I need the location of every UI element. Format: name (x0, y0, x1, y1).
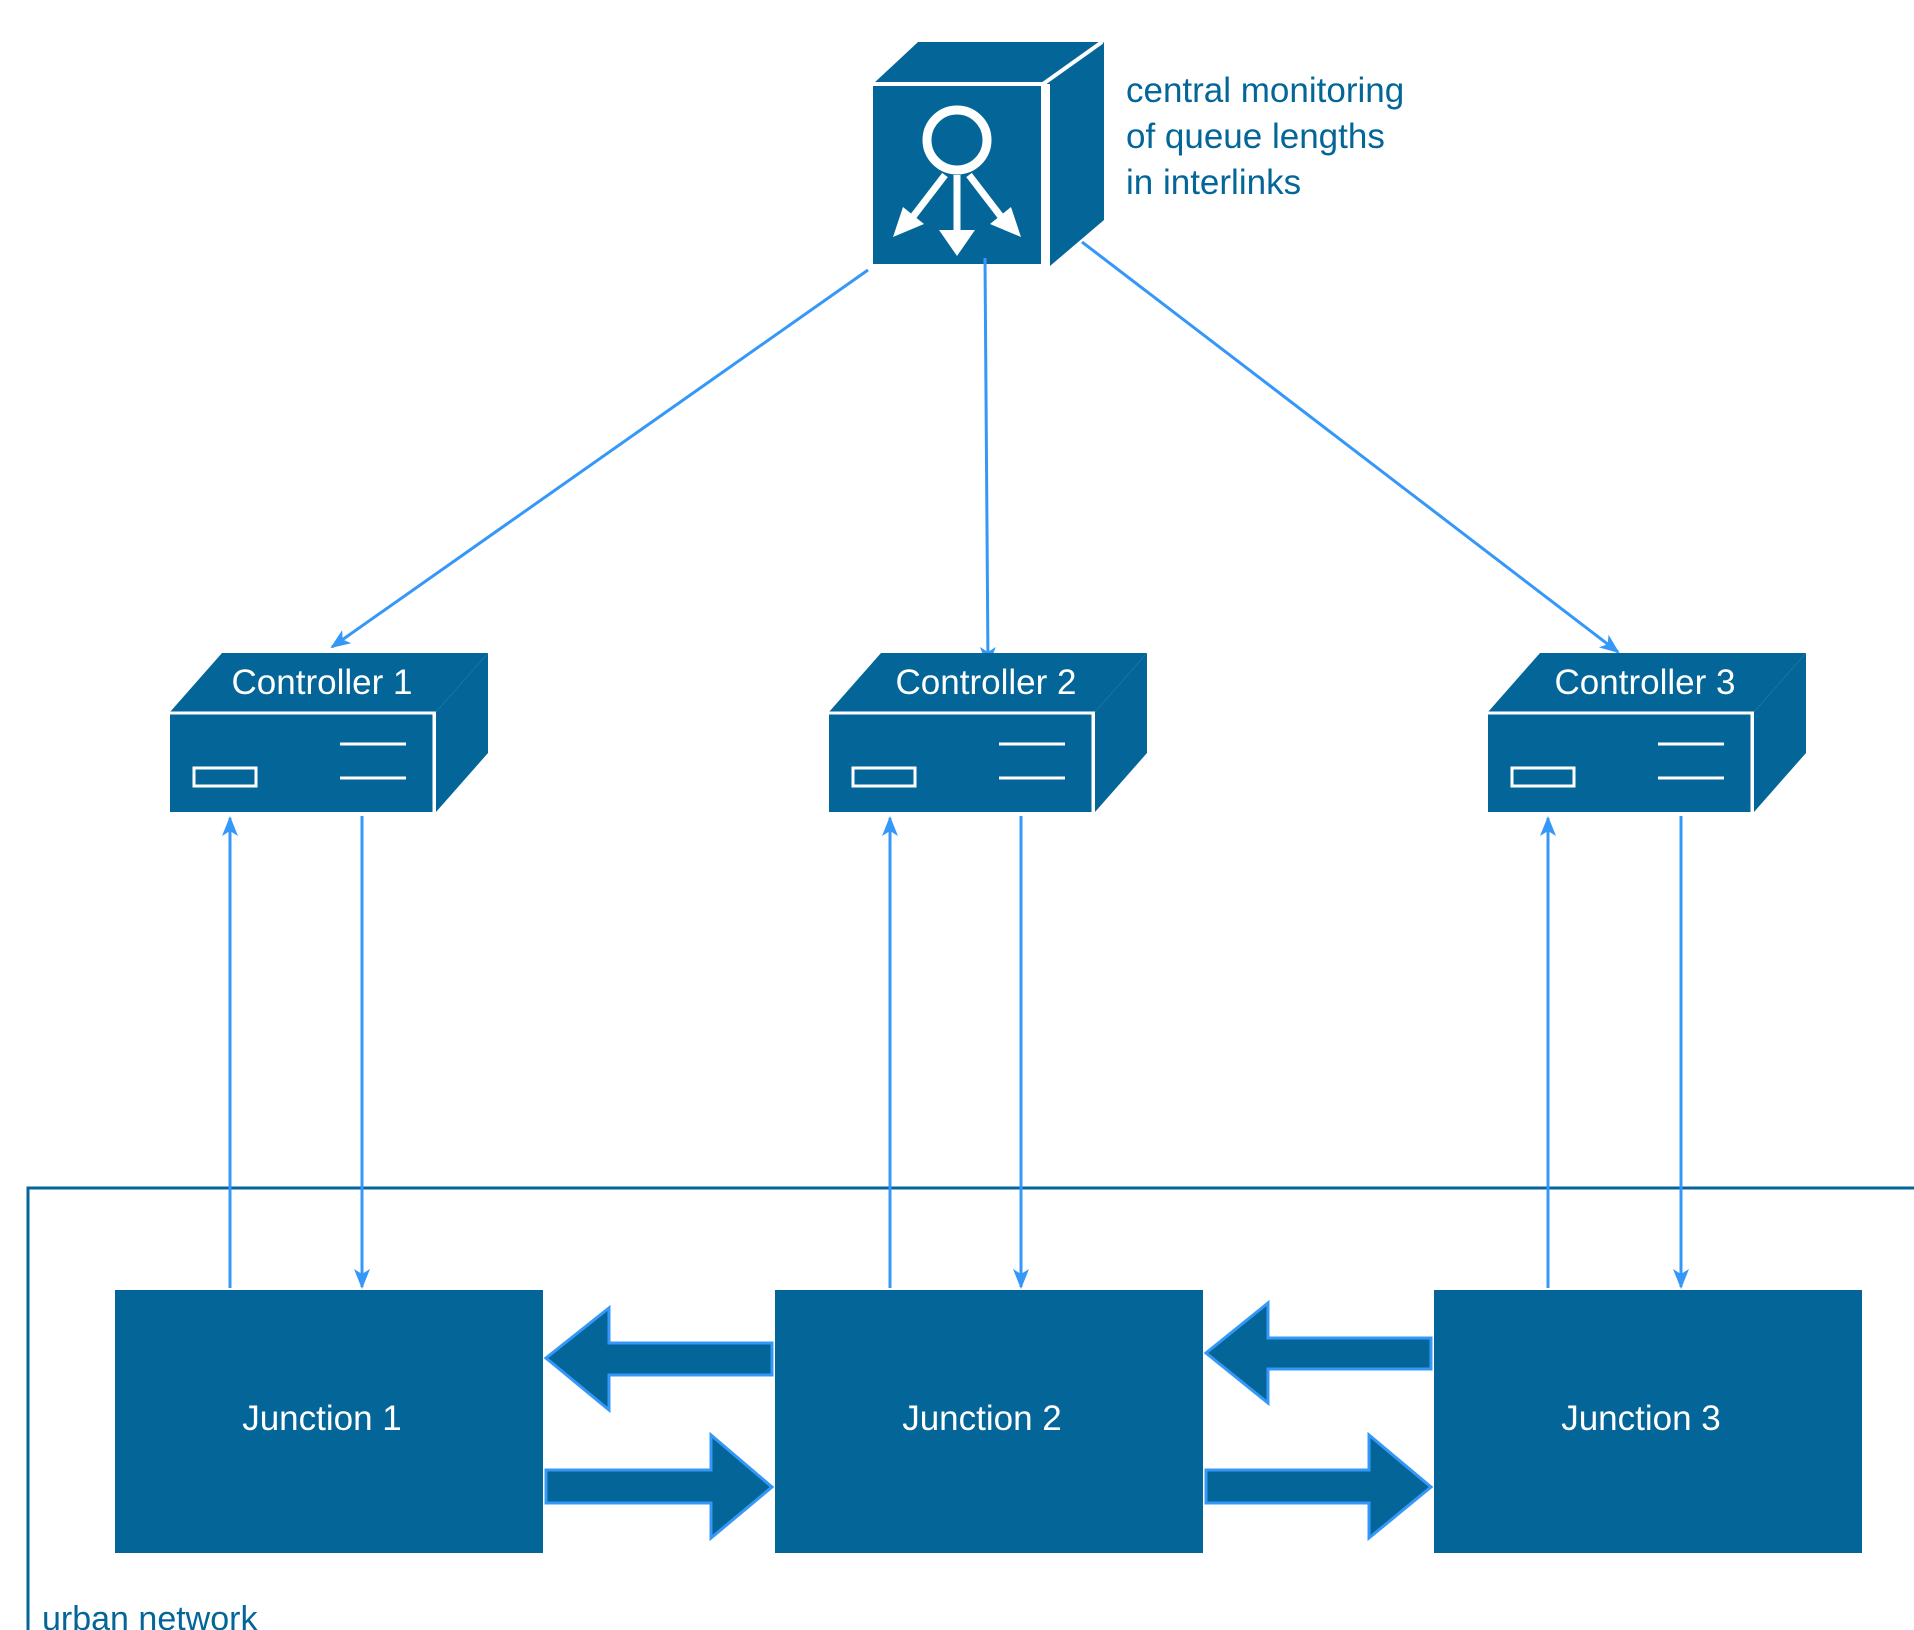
interlink-junction-1-to-junction-2 (544, 1431, 775, 1542)
monitor-label: central monitoring of queue lengths in i… (1126, 71, 1414, 202)
controller-3-label: Controller 3 (1555, 663, 1736, 702)
monitoring-cube-icon (873, 40, 1104, 266)
interlink-junction-3-to-junction-2 (1203, 1299, 1433, 1407)
controller-2: Controller 2 (829, 653, 1147, 812)
controller-1-label: Controller 1 (232, 663, 413, 702)
junction-2-label: Junction 2 (902, 1399, 1062, 1438)
controller-device-icon (1488, 653, 1806, 812)
interlink-junction-2-to-junction-1 (543, 1304, 774, 1414)
controller-1: Controller 1 (170, 653, 488, 812)
junction-2: Junction 2 (775, 1290, 1203, 1553)
monitor-label-line-2: of queue lengths (1126, 117, 1385, 156)
controller-device-icon (829, 653, 1147, 812)
arrow-monitor-to-controller-2 (979, 257, 996, 667)
central-monitor: central monitoring of queue lengths in i… (873, 40, 1414, 266)
junction-3-label: Junction 3 (1561, 1399, 1721, 1438)
arrow-monitor-to-controller-3 (1081, 240, 1620, 654)
monitor-label-line-3: in interlinks (1126, 163, 1301, 202)
junction-1-label: Junction 1 (242, 1399, 402, 1438)
urban-network-label: urban network (42, 1600, 258, 1630)
monitor-to-controllers-arrows (330, 240, 1620, 667)
controller-3: Controller 3 (1488, 653, 1806, 812)
urban-network-boundary: urban network (26, 1186, 1914, 1630)
interlink-arrows (543, 1299, 1434, 1542)
junction-1: Junction 1 (115, 1290, 543, 1553)
controller-device-icon (170, 653, 488, 812)
junction-3: Junction 3 (1434, 1290, 1862, 1553)
controller-2-label: Controller 2 (896, 663, 1077, 702)
controller-junction-arrows (222, 816, 1689, 1289)
junction-1-box (115, 1290, 543, 1553)
junction-2-box (775, 1290, 1203, 1553)
arrow-monitor-to-controller-1 (330, 268, 869, 649)
monitor-label-line-1: central monitoring (1126, 71, 1404, 110)
interlink-junction-2-to-junction-3 (1204, 1431, 1434, 1542)
junction-3-box (1434, 1290, 1862, 1553)
